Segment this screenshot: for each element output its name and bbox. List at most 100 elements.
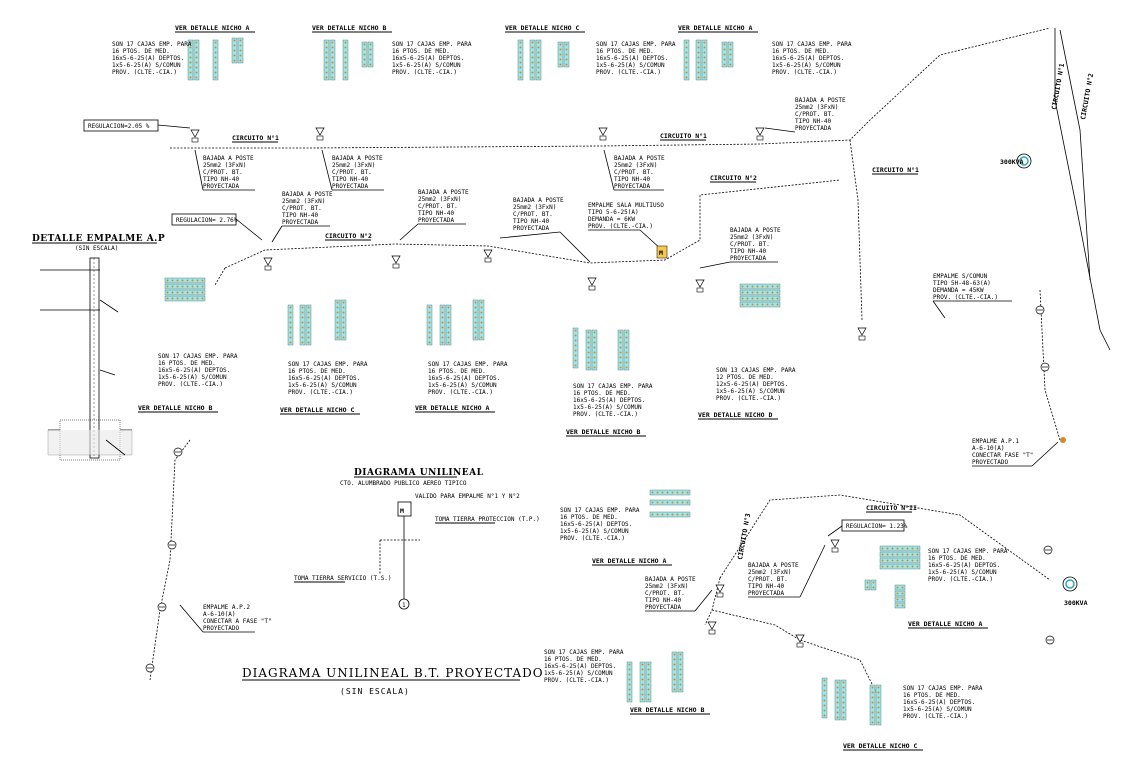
note-line: SON 13 CAJAS EMP. PARA [716, 367, 796, 374]
meter-bar [334, 299, 341, 341]
meter-dot [881, 565, 884, 568]
meter-dot [593, 361, 596, 364]
niche-header-label: VER DETALLE NICHO A [415, 404, 489, 412]
note-line: 1x5-6-25(A) S/COMUN [112, 62, 181, 69]
meter-dot [871, 716, 874, 719]
meter-dot [307, 306, 310, 309]
meter-dot [565, 63, 568, 66]
note-line: PROYECTADA [332, 183, 369, 190]
meter-dot [886, 559, 889, 562]
right-pole-line [1039, 28, 1111, 441]
meter-bar [342, 39, 349, 81]
meter-dot [186, 297, 189, 300]
meter-dot [756, 285, 759, 288]
circuit-label: CIRCUITO N°3 [736, 513, 752, 561]
meter-dot [836, 686, 839, 689]
meter-dot [519, 61, 522, 64]
meter-dot [751, 303, 754, 306]
meter-dot [531, 76, 534, 79]
meter-dot [901, 547, 904, 550]
niche-header-label: VER DETALLE NICHO A [908, 620, 982, 628]
meter-dot [189, 61, 192, 64]
meter-dot [428, 306, 431, 309]
meter-dot [344, 46, 347, 49]
meter-dot [342, 311, 345, 314]
meter-bar [299, 304, 306, 346]
meter-dot [289, 331, 292, 334]
meter-dot [891, 559, 894, 562]
meter-bar [879, 551, 921, 558]
meter-bank [626, 661, 633, 703]
street-lights [145, 305, 1055, 673]
meter-dot [625, 366, 628, 369]
meter-dot [171, 285, 174, 288]
meter-dot [195, 46, 198, 49]
meter-dot [214, 46, 217, 49]
meter-dot [641, 698, 644, 701]
note-line: C/PROT. BT. [645, 590, 685, 597]
meter-dot [363, 48, 366, 51]
note-line: PROYECTADA [795, 125, 832, 132]
meter-bank [517, 39, 524, 81]
meter-dot [673, 663, 676, 666]
meter-dot [641, 688, 644, 691]
meter-dot [186, 279, 189, 282]
meter-dot [647, 688, 650, 691]
meter-dot [729, 53, 732, 56]
meter-dot [587, 356, 590, 359]
meter-dot [331, 61, 334, 64]
note-line: EMPALME A.P.2 [203, 604, 250, 611]
note-line: PROYECTADO [203, 625, 240, 632]
meter-bar [572, 327, 579, 369]
meter-dot [301, 311, 304, 314]
niche-header-top-c: VER DETALLE NICHO C [505, 24, 585, 33]
circuit-label: CIRCUITO N°2 [1079, 73, 1095, 121]
meter-bar [305, 304, 312, 346]
meter-dot [441, 311, 444, 314]
meter-dot [166, 291, 169, 294]
bajada-note-6: BAJADA A POSTE 25mm2 (3FxN) C/PROT. BT. … [399, 189, 469, 241]
meter-dot [239, 44, 242, 47]
meter-dot [189, 71, 192, 74]
meter-dot [651, 491, 654, 494]
meter-dot [233, 39, 236, 42]
meter-dot [587, 361, 590, 364]
meter-dot [537, 51, 540, 54]
regulacion-label: REGULACION=2.05 % [88, 123, 150, 130]
meter-dot [289, 316, 292, 319]
meter-dot [651, 501, 654, 504]
note-line: BAJADA A POSTE [418, 189, 469, 196]
meter-dot [771, 285, 774, 288]
note-line: 25mm2 (3FxN) [282, 198, 325, 205]
note-line: TIPO NH-40 [282, 212, 319, 219]
meter-bank [834, 679, 847, 721]
meter-dot [574, 359, 577, 362]
meter-dot [823, 689, 826, 692]
meter-dot [363, 53, 366, 56]
note-line: BAJADA A POSTE [730, 227, 781, 234]
meter-dot [369, 48, 372, 51]
meter-bar [535, 39, 542, 81]
meter-dot [656, 513, 659, 516]
meter-dot [344, 41, 347, 44]
meter-dot [587, 331, 590, 334]
note-line: SON 17 CAJAS EMP. PARA [544, 649, 624, 656]
meter-bank [323, 39, 336, 81]
pole-protection-icon [391, 255, 401, 269]
meter-dot [559, 63, 562, 66]
meter-dot [679, 678, 682, 681]
meter-bank [739, 283, 781, 296]
poles [190, 127, 867, 648]
meter-bar [894, 602, 906, 609]
meter-dot [441, 331, 444, 334]
meter-dot [836, 696, 839, 699]
niche-header-label: VER DETALLE NICHO C [843, 742, 917, 750]
meter-dot [729, 63, 732, 66]
bajada-note-1: BAJADA A POSTE 25mm2 (3FxN) C/PROT. BT. … [194, 149, 255, 191]
empalme-ap2-note: EMPALME A.P.2 A-6-10(A) CONECTAR A FASE … [179, 604, 272, 633]
bajada-note-3: BAJADA A POSTE 25mm2 (3FxN) C/PROT. BT. … [603, 149, 665, 191]
meter-dot [679, 668, 682, 671]
meter-dot [647, 673, 650, 676]
meter-dot [289, 306, 292, 309]
meter-dot [201, 297, 204, 300]
